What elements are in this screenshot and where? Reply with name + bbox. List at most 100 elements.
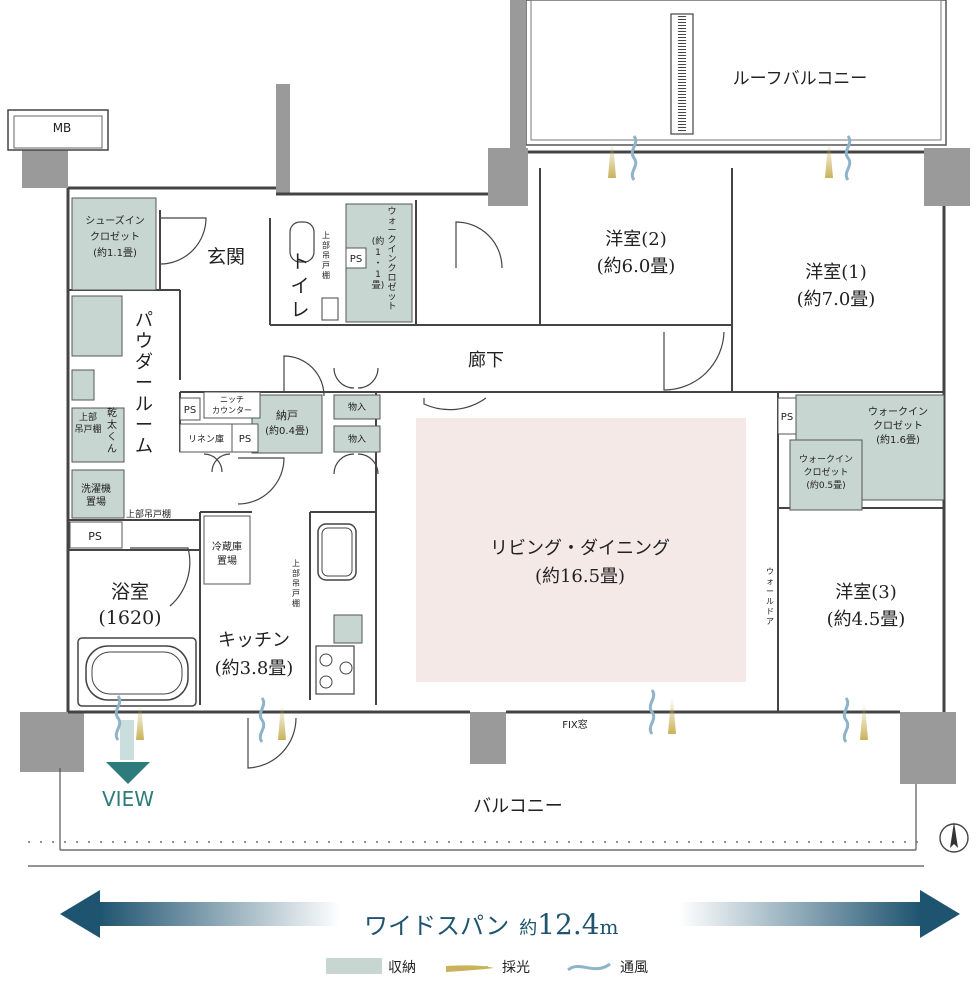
toilet-label-2: イ [290,275,309,297]
shoe-closet-label-3: (約1.1畳) [93,246,137,259]
youshitsu1-name: 洋室(1) [805,262,867,283]
wic16-label-3: (約1.6畳) [876,433,920,446]
dryer-vert-char: 乾 [107,406,117,419]
youshitsu3-size: (約4.5畳) [827,609,906,630]
wic-small-vert-char: ン [387,255,396,265]
walls [20,84,970,784]
span-value: 12.4 [537,908,599,941]
balcony-label: バルコニー [473,796,563,817]
legend-wind-icon [567,962,611,972]
wic-small-vert-char: 1 [375,248,381,258]
light-icon [860,704,868,740]
youshitsu3-name: 洋室(3) [835,582,897,603]
walldoor-vert-char: ド [766,607,774,616]
ps-niche: PS [184,405,196,416]
toilet-label-1: ト [290,251,309,273]
powder-vert-char: ム [135,436,153,457]
linen-label: リネン庫 [188,433,224,445]
walldoor-vert-char: ア [766,617,774,626]
balcony-rail [28,768,924,867]
living-size: (約16.5畳) [535,566,625,587]
walldoor-vert-char: ォ [766,577,774,586]
ps-powder: PS [88,530,102,543]
wic-small-vert-char: ー [387,226,396,236]
span-label: ワイドスパン約12.4m [364,908,619,941]
powder-vert-char: ル [135,394,153,415]
bath-name: 浴室 [111,581,149,603]
toilet-shelf-2: 部 [322,240,330,250]
interior-walls [68,168,944,712]
wic-small-vert-char: ォ [387,217,396,227]
monoire-label-1: 物入 [348,401,366,413]
kshelf-vert-char: 上 [292,559,300,568]
kshelf-vert-char: 戸 [292,589,300,598]
kshelf-vert-char: 部 [292,568,300,578]
monoire-label-2: 物入 [348,433,366,445]
wic-small-vert-char: 畳) [372,280,385,291]
youshitsu2-size: (約6.0畳) [597,256,676,277]
legend-storage-swatch [326,958,382,974]
light-icon [278,704,286,740]
wic05-label-3: (約0.5畳) [806,479,845,491]
youshitsu2-name: 洋室(2) [605,229,667,250]
storage-areas [71,197,945,644]
kshelf-vert-char: 棚 [292,598,300,608]
light-icon [825,142,833,178]
upper-shelf-label: 上部吊戸棚 [126,508,171,520]
kitchen-size: (約3.8畳) [215,658,294,679]
wind-icon [630,134,638,182]
nando-label-2: (約0.4畳) [265,424,309,437]
dryer-vert-char: 太 [107,418,117,431]
powder-vert-char: パ [135,310,153,331]
span-approx: 約 [519,918,537,939]
wic16-label-1: ウォークイン [868,406,928,418]
mb-box: MB [7,109,109,151]
span-title: ワイドスパン [364,912,509,940]
toilet-fixture [289,221,339,321]
powder-vert-char: ー [135,415,153,436]
niche-label-1: ニッチ [220,395,244,404]
washer-label-1: 洗濯機 [81,482,111,495]
toilet-shelf-4: 戸 [322,261,330,270]
wic-small-vert-char: ウ [387,206,396,217]
wic05-label-1: ウォークイン [799,454,853,465]
mb-label: MB [53,121,72,135]
living-name: リビング・ダイニング [490,538,670,559]
walldoor-vert-char: ー [766,587,774,596]
wind-icon [842,696,850,744]
toilet-shelf-3: 吊 [322,251,330,260]
light-icon [668,698,676,734]
roof-balcony-label: ルーフバルコニー [733,69,868,89]
toilet-label-3: レ [290,299,309,321]
kitchen-fixtures [315,523,357,695]
wic-small-vert-char: ク [387,235,396,246]
legend [326,958,611,974]
powder-vert-char: ー [135,373,153,394]
legend-storage-label: 収納 [388,960,416,976]
kshelf-vert-char: 吊 [292,579,300,588]
upper-shelf-small-2: 吊戸棚 [74,423,101,435]
wind-icon [844,134,852,182]
view-arrow-icon [106,720,150,784]
living-area [416,418,746,682]
fridge-label-1: 冷蔵庫 [212,540,242,553]
wic16-label-2: クロゼット [873,420,923,432]
youshitsu1-size: (約7.0畳) [797,289,876,310]
genkan-label: 玄関 [207,246,245,268]
wic-small-vert-char: ク [387,263,396,274]
shoe-closet-label-1: シューズイン [85,214,145,227]
bath-size: (1620) [98,607,161,629]
kitchen-name: キッチン [218,630,290,651]
wic-small-vert-char: ッ [387,293,396,303]
toilet-shelf-1: 上 [322,231,330,240]
dryer-vert-char: ん [107,443,117,455]
wic-small-vert-char: 1 [375,270,381,280]
view-label: VIEW [102,787,154,811]
ps-linen: PS [239,434,251,445]
